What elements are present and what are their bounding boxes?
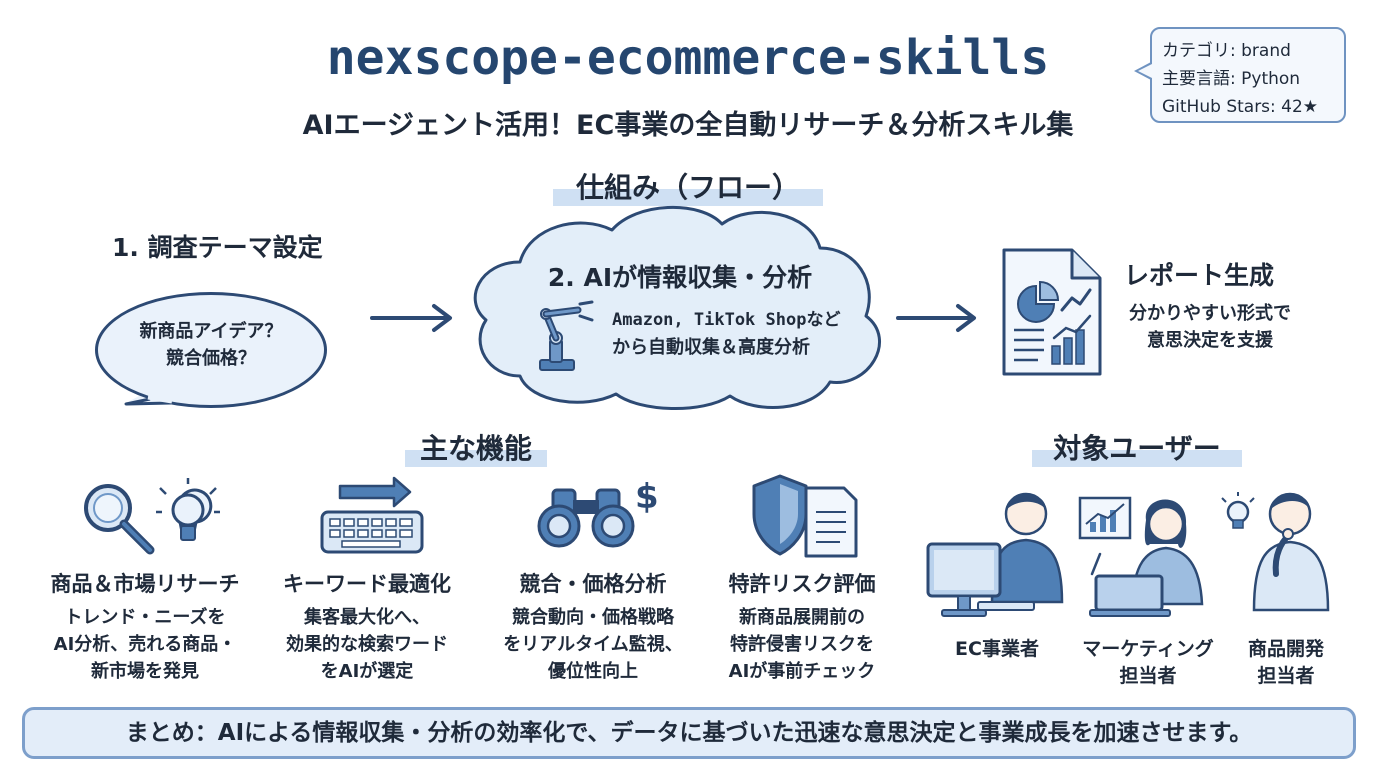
user-2-line2: 担当者	[1119, 665, 1177, 687]
users-heading: 対象ユーザー	[1032, 427, 1242, 467]
svg-text:$: $	[635, 477, 659, 517]
person-computer-icon	[926, 492, 1064, 617]
step1-line2: 競合価格？	[166, 348, 256, 369]
step1-speech-bubble	[95, 292, 327, 408]
robot-arm-icon	[539, 300, 594, 371]
feature-2-line2: 効果的な検索ワード	[286, 634, 448, 655]
step3-line1: 分かりやすい形式で	[1129, 303, 1291, 324]
user-2-label: マーケティング 担当者	[1068, 636, 1228, 690]
step2-line2: から自動収集＆高度分析	[612, 337, 810, 358]
feature-2-line3: をAIが選定	[320, 661, 414, 682]
features-heading: 主な機能	[405, 427, 547, 467]
shield-document-icon	[752, 474, 858, 558]
user-1-line1: EC事業者	[955, 638, 1039, 660]
user-3-line1: 商品開発	[1247, 638, 1324, 660]
summary-banner: まとめ：AIによる情報収集・分析の効率化で、データに基づいた迅速な意思決定と事業…	[22, 707, 1356, 759]
feature-4-line3: AIが事前チェック	[728, 661, 876, 682]
meta-language: 主要言語: Python	[1162, 69, 1301, 89]
meta-stars: GitHub Stars: 42★	[1162, 97, 1319, 117]
feature-1-line2: AI分析、売れる商品・	[53, 634, 237, 655]
feature-1-title: 商品＆市場リサーチ	[50, 572, 240, 596]
step3-title: レポート生成	[1124, 261, 1275, 290]
step1-line1: 新商品アイデア？	[139, 321, 283, 342]
step2-title: 2. AIが情報収集・分析	[547, 263, 813, 292]
feature-3-line2: をリアルタイム監視、	[503, 634, 683, 655]
feature-3-line1: 競合動向・価格戦略	[512, 607, 674, 628]
meta-box-tail-inner	[1138, 64, 1152, 78]
feature-3-title: 競合・価格分析	[519, 572, 667, 596]
feature-3-line3: 優位性向上	[548, 661, 638, 682]
user-2-line1: マーケティング	[1082, 638, 1214, 660]
feature-2-line1: 集客最大化へ、	[304, 607, 430, 628]
user-3-label: 商品開発 担当者	[1226, 636, 1346, 690]
person-laptop-icon	[1078, 496, 1204, 617]
feature-4-line1: 新商品展開前の	[739, 607, 865, 628]
step1-text: 新商品アイデア？ 競合価格？	[95, 318, 327, 372]
page-subtitle: AIエージェント活用！EC事業の全自動リサーチ＆分析スキル集	[302, 110, 1074, 141]
feature-4-line2: 特許侵害リスクを	[730, 634, 874, 655]
step3-line2: 意思決定を支援	[1147, 330, 1273, 351]
meta-category: カテゴリ: brand	[1162, 41, 1291, 61]
step2-line1: Amazon, TikTok Shopなど	[612, 310, 841, 330]
binoculars-dollar-icon: $	[537, 477, 659, 548]
magnifier-lightbulb-icon	[84, 478, 220, 555]
feature-1-line1: トレンド・ニーズを	[64, 607, 226, 628]
report-document-icon	[1002, 248, 1102, 376]
user-1-label: EC事業者	[932, 636, 1062, 663]
step3-text: 分かりやすい形式で 意思決定を支援	[1110, 300, 1310, 354]
step2-text: Amazon, TikTok Shopなど から自動収集＆高度分析	[612, 307, 840, 361]
keyboard-arrow-icon	[320, 476, 424, 554]
feature-1: 商品＆市場リサーチ トレンド・ニーズを AI分析、売れる商品・ 新市場を発見	[30, 568, 260, 685]
step1-title: 1. 調査テーマ設定	[112, 233, 323, 262]
feature-2-title: キーワード最適化	[283, 572, 451, 596]
person-thinking-icon	[1221, 492, 1330, 612]
feature-3: 競合・価格分析 競合動向・価格戦略 をリアルタイム監視、 優位性向上	[488, 568, 698, 685]
feature-1-line3: 新市場を発見	[91, 661, 199, 682]
meta-info-box: カテゴリ: brand 主要言語: Python GitHub Stars: 4…	[1150, 27, 1346, 123]
feature-4: 特許リスク評価 新商品展開前の 特許侵害リスクを AIが事前チェック	[702, 568, 902, 685]
flow-heading: 仕組み（フロー）	[553, 166, 823, 206]
page-title: nexscope-ecommerce-skills	[326, 30, 1050, 86]
feature-4-title: 特許リスク評価	[728, 572, 876, 596]
user-3-line2: 担当者	[1257, 665, 1315, 687]
feature-2: キーワード最適化 集客最大化へ、 効果的な検索ワード をAIが選定	[262, 568, 472, 685]
